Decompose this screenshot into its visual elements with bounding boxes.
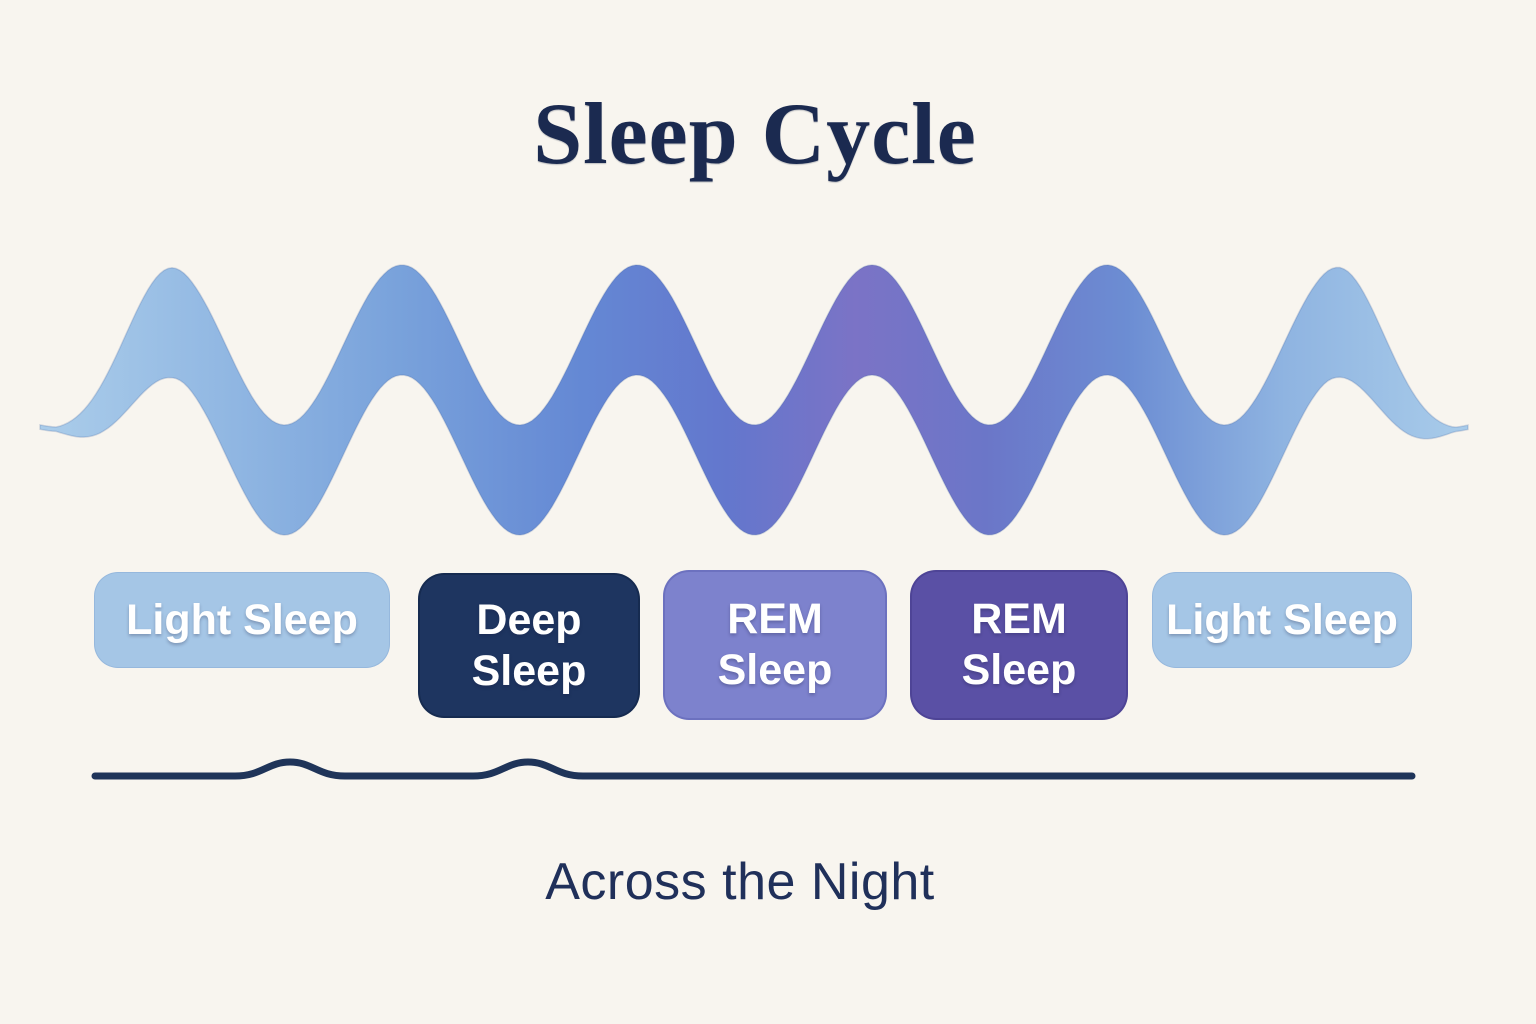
stage-box-light-sleep-1: Light Sleep [94, 572, 390, 668]
stage-box-light-sleep-2: Light Sleep [1152, 572, 1412, 668]
stage-label: REM Sleep [717, 595, 833, 694]
stage-box-deep-sleep: Deep Sleep [418, 573, 640, 718]
night-timeline-line [91, 758, 1416, 780]
stage-box-rem-sleep-1: REM Sleep [663, 570, 887, 720]
page-title: Sleep Cycle [533, 86, 977, 183]
stage-box-rem-sleep-2: REM Sleep [910, 570, 1128, 720]
stage-label: Deep Sleep [471, 595, 587, 695]
sleep-wave-ribbon [39, 264, 1469, 536]
stage-label: Light Sleep [126, 595, 358, 644]
stage-label: Light Sleep [1166, 595, 1398, 644]
stage-label: REM Sleep [961, 595, 1077, 694]
footer-caption: Across the Night [545, 853, 935, 911]
